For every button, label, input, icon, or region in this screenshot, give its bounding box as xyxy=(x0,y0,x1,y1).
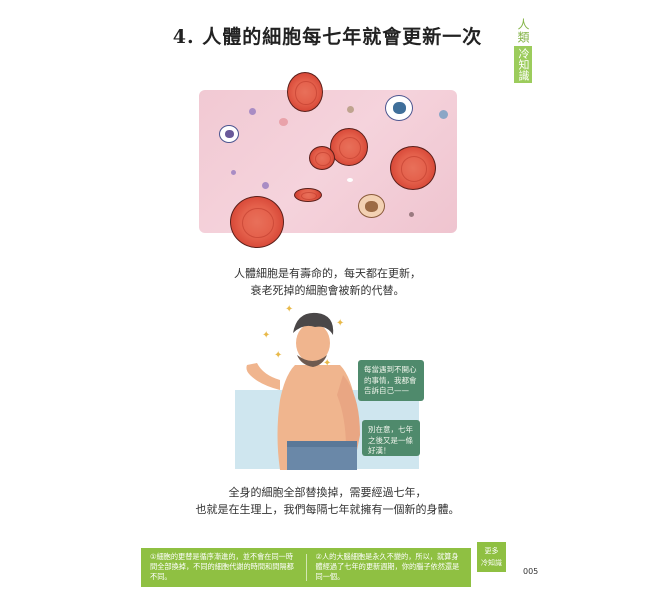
cell-dot xyxy=(249,108,256,115)
sparkle-icon: ✦ xyxy=(336,318,345,329)
paragraph-line: 衰老死掉的細胞會被新的代替。 xyxy=(250,284,405,297)
paragraph-1: 人體細胞是有壽命的，每天都在更新， 衰老死掉的細胞會被新的代替。 xyxy=(0,265,655,299)
red-blood-cell xyxy=(309,146,335,170)
sparkle-icon: ✦ xyxy=(274,350,283,361)
cell-dot xyxy=(409,212,414,217)
red-blood-cell xyxy=(294,188,322,202)
cell-dot xyxy=(347,106,354,113)
footnote-2: ②人的大腦細胞是永久不變的，所以，就算身體經過了七年的更新週期，你的腦子依然還是… xyxy=(315,552,460,581)
paragraph-2: 全身的細胞全部替換掉，需要經過七年， 也就是在生理上，我們每隔七年就擁有一個新的… xyxy=(0,484,655,518)
shirtless-man-illustration xyxy=(246,312,360,470)
white-blood-cell xyxy=(219,125,239,143)
red-blood-cell xyxy=(287,72,323,112)
white-blood-cell xyxy=(358,194,385,218)
cell-dot xyxy=(262,182,269,189)
cell-dot xyxy=(279,118,288,126)
white-blood-cell xyxy=(385,95,413,121)
sparkle-icon: ✦ xyxy=(323,358,332,369)
footnote-1: ①細胞的更替是循序漸進的，並不會在同一時間全部換掉，不同的細胞代謝的時間和間隔都… xyxy=(150,552,294,581)
cell-dot xyxy=(347,178,353,182)
paragraph-line: 人體細胞是有壽命的，每天都在更新， xyxy=(234,267,421,280)
badge-line: 更多 xyxy=(484,547,499,555)
red-blood-cell xyxy=(230,196,284,248)
more-trivia-badge: 更多 冷知識 xyxy=(477,542,506,572)
footnote-divider xyxy=(305,554,307,581)
paragraph-line: 也就是在生理上，我們每隔七年就擁有一個新的身體。 xyxy=(195,503,460,516)
speech-bubble-1: 每當遇到不開心的事情，我都會告訴自己—— xyxy=(358,360,424,401)
sparkle-icon: ✦ xyxy=(262,330,271,341)
page-number: 005 xyxy=(523,567,539,576)
side-chapter-tab: 人類 冷知識 xyxy=(512,18,534,83)
speech-bubble-2: 別在意，七年之後又是一條好漢！ xyxy=(362,420,420,456)
footnotes-box: ①細胞的更替是循序漸進的，並不會在同一時間全部換掉，不同的細胞代謝的時間和間隔都… xyxy=(141,548,471,587)
sparkle-icon: ✦ xyxy=(285,304,294,315)
side-tab-highlight: 冷知識 xyxy=(514,46,532,83)
page-title: 4. 人體的細胞每七年就會更新一次 xyxy=(172,26,483,48)
cell-dot xyxy=(231,170,236,175)
badge-line: 冷知識 xyxy=(481,559,502,567)
side-tab-label: 人類 xyxy=(516,18,530,44)
paragraph-line: 全身的細胞全部替換掉，需要經過七年， xyxy=(228,486,427,499)
red-blood-cell xyxy=(330,128,368,166)
red-blood-cell xyxy=(390,146,436,190)
cell-dot xyxy=(439,110,448,119)
